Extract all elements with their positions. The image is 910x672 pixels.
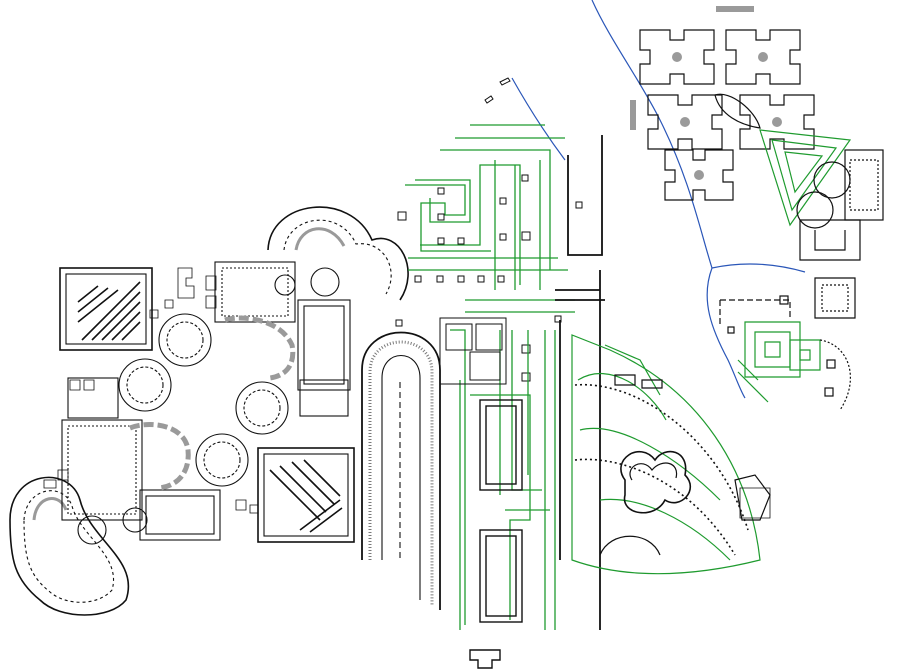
fan-courtyard-north bbox=[59, 267, 153, 351]
river bbox=[511, 0, 806, 399]
central-axis-road bbox=[555, 135, 605, 630]
palace-wall-blocks bbox=[43, 267, 259, 514]
river-upper-course bbox=[591, 0, 713, 269]
exedra-southwest bbox=[9, 476, 130, 616]
rotunda-1 bbox=[158, 313, 212, 367]
river-branch bbox=[711, 263, 806, 273]
southeast-quadrant-garden bbox=[571, 334, 771, 575]
river-lower-course bbox=[706, 267, 746, 399]
rotundas bbox=[77, 267, 340, 545]
east-maze-garden bbox=[719, 277, 856, 411]
rotunda-4 bbox=[195, 433, 249, 487]
rotunda-3 bbox=[235, 381, 289, 435]
formal-garden-north bbox=[405, 124, 575, 313]
formal-garden-south bbox=[450, 329, 556, 630]
misc-marks bbox=[395, 77, 511, 669]
quadrant-central-lobe bbox=[620, 450, 692, 514]
northeast-cross-pavilions bbox=[630, 6, 815, 201]
gray-courtyards bbox=[129, 315, 296, 491]
central-villa bbox=[439, 317, 507, 385]
pavilion-gray-cores bbox=[630, 6, 782, 180]
west-palace-complex bbox=[9, 206, 409, 616]
quadrant-outer bbox=[571, 334, 761, 575]
exedra-northeast bbox=[267, 206, 409, 301]
east-garden-villa bbox=[759, 129, 884, 261]
fan-courtyard-south bbox=[257, 447, 355, 543]
stadium bbox=[361, 331, 441, 610]
south-pavilions bbox=[479, 399, 523, 623]
stadium-outer bbox=[361, 331, 441, 610]
central-halls bbox=[61, 261, 351, 541]
garden-markers bbox=[414, 174, 583, 382]
rotunda-2 bbox=[118, 358, 172, 412]
river-left-channel bbox=[511, 77, 566, 161]
